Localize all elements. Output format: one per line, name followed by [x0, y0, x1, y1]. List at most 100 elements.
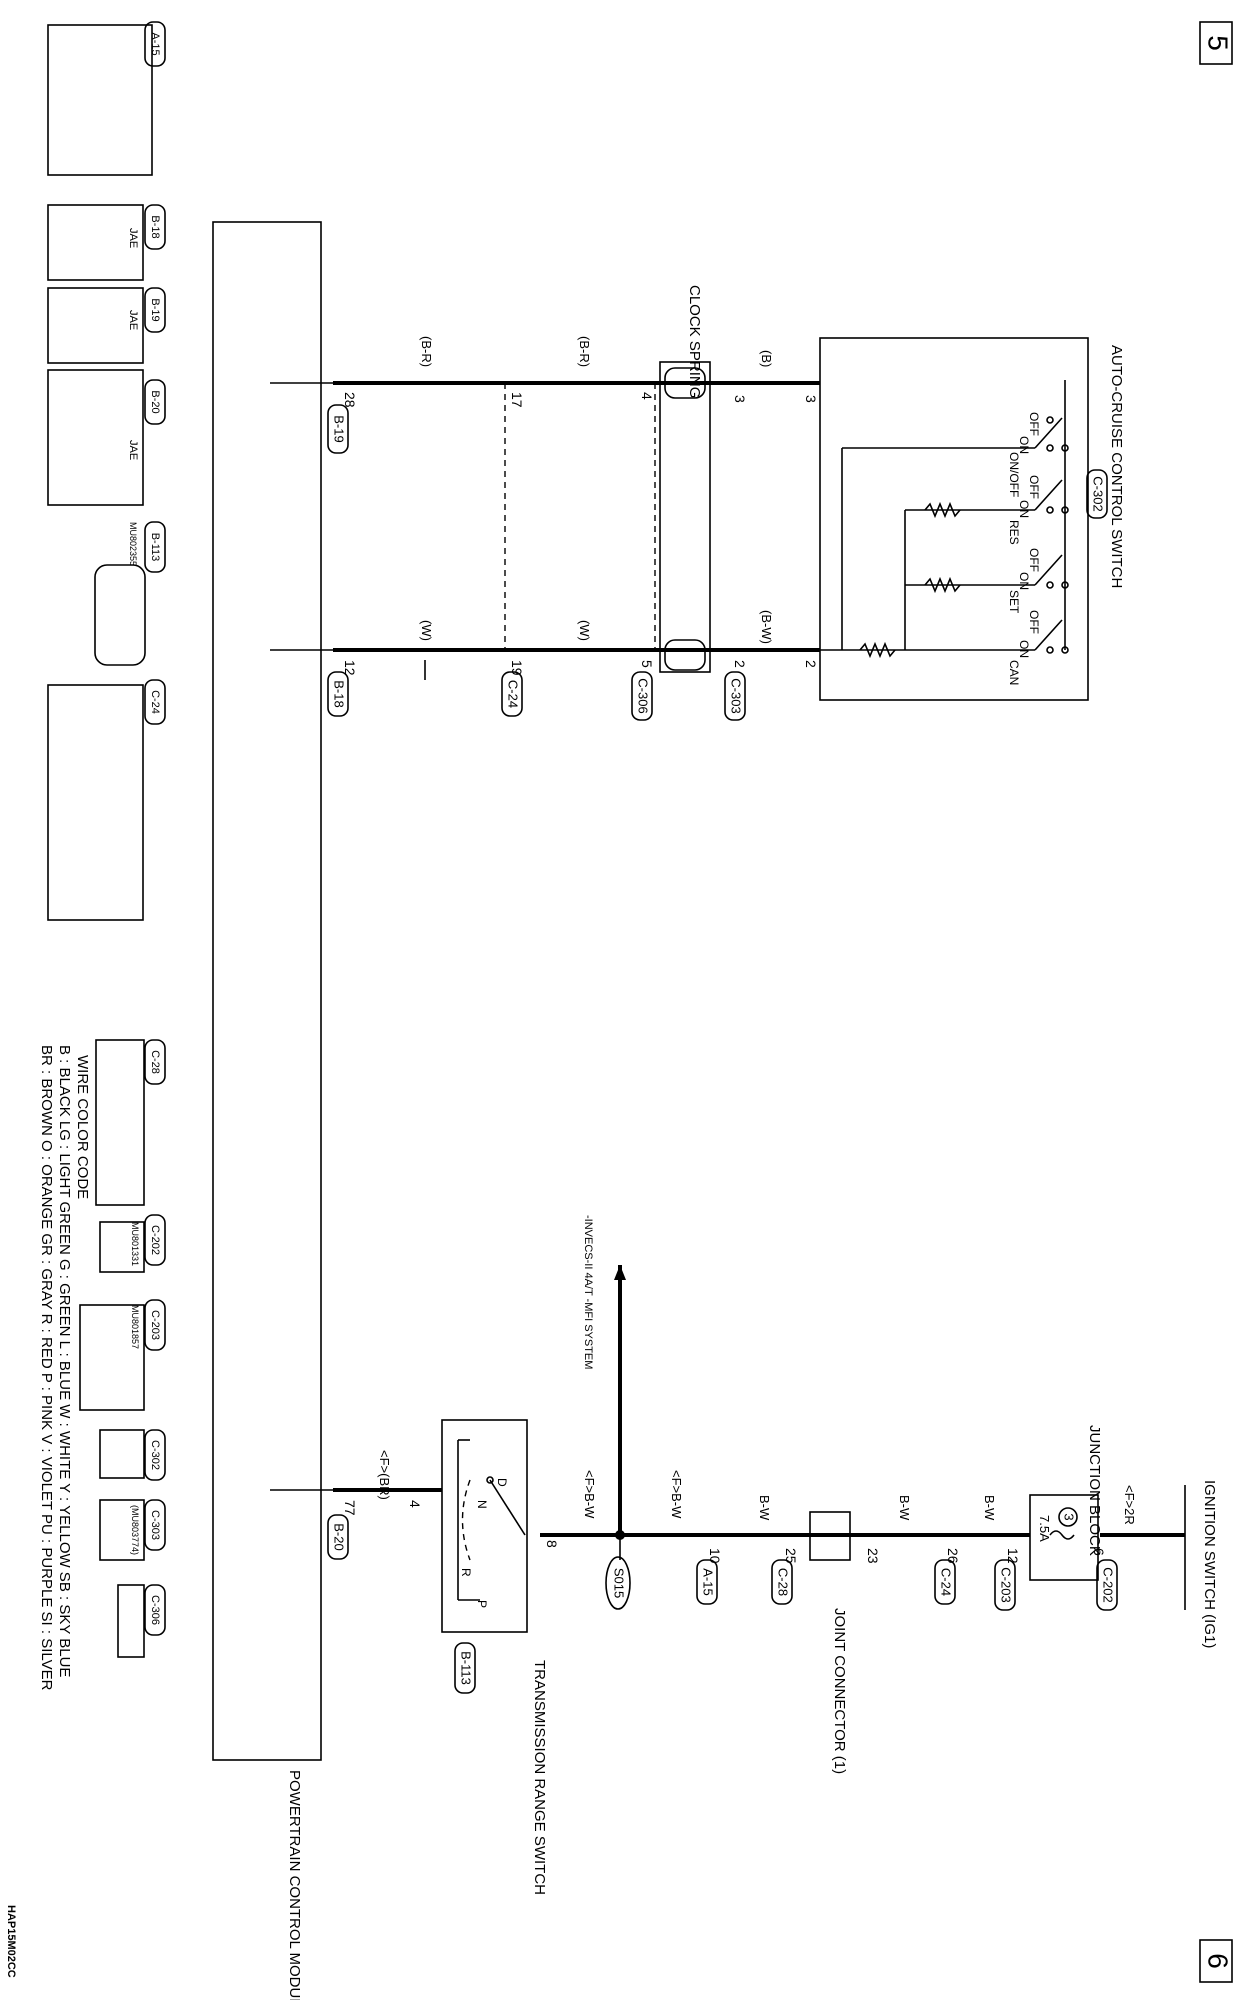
svg-text:(MU803774): (MU803774)	[130, 1505, 140, 1555]
svg-text:(B-R): (B-R)	[577, 336, 592, 367]
resistor-can	[859, 641, 896, 659]
svg-text:C-203: C-203	[999, 1567, 1014, 1602]
svg-text:(W): (W)	[577, 620, 592, 641]
svg-text:77: 77	[342, 1500, 358, 1516]
svg-text:JUNCTION BLOCK: JUNCTION BLOCK	[1086, 1425, 1103, 1556]
svg-text:8: 8	[544, 1540, 560, 1548]
svg-text:OFF: OFF	[1027, 412, 1041, 436]
svg-text:C-306: C-306	[149, 1595, 161, 1625]
svg-text:C-303: C-303	[149, 1510, 161, 1540]
page-marker-top: 5	[1199, 21, 1234, 65]
connector-c202: C-202 MU801331	[99, 1214, 166, 1273]
svg-text:MU801857: MU801857	[130, 1305, 140, 1349]
svg-text:(B): (B)	[759, 350, 774, 367]
connector-c24: C-24	[47, 679, 166, 921]
svg-text:(B-R): (B-R)	[419, 336, 434, 367]
svg-text:WIRE COLOR CODE: WIRE COLOR CODE	[74, 1055, 91, 1199]
svg-text:B-W: B-W	[982, 1495, 997, 1521]
ignition-circuit: IGNITION SWITCH (IG1) <F>2R 6 C-202	[1091, 1480, 1218, 1648]
svg-text:JAE: JAE	[127, 228, 139, 248]
svg-text:(B-W): (B-W)	[759, 610, 774, 644]
svg-text:2: 2	[732, 660, 748, 668]
connector-b19: B-19 JAE	[47, 287, 166, 364]
svg-text:ON: ON	[1017, 640, 1031, 658]
svg-text:23: 23	[865, 1548, 881, 1564]
splice-s015: S015 -INVECS-II 4A/T -MFI SYSTEM	[582, 1215, 631, 1610]
svg-text:B-W: B-W	[757, 1495, 772, 1521]
conn-ref-c302: C-302	[1086, 469, 1108, 519]
svg-text:25: 25	[783, 1548, 799, 1564]
clock-spring: CLOCK SPRING	[659, 285, 711, 673]
svg-text:12: 12	[342, 660, 358, 676]
svg-text:AUTO-CRUISE CONTROL SWITCH: AUTO-CRUISE CONTROL SWITCH	[1108, 345, 1125, 588]
svg-text:3: 3	[1062, 1513, 1077, 1520]
svg-text:IGNITION SWITCH (IG1): IGNITION SWITCH (IG1)	[1201, 1480, 1218, 1648]
svg-text:<F>2R: <F>2R	[1122, 1485, 1137, 1525]
svg-text:SET: SET	[1007, 590, 1021, 614]
svg-text:C-302: C-302	[1091, 476, 1106, 511]
svg-text:ON: ON	[1017, 500, 1031, 518]
svg-text:B : BLACK LG : LIGHT GREEN: B : BLACK LG : LIGHT GREEN G : GREEN L :…	[56, 1045, 73, 1677]
svg-text:28: 28	[342, 392, 358, 408]
svg-text:POWERTRAIN CONTROL MODULE: POWERTRAIN CONTROL MODULE	[286, 1770, 303, 2000]
svg-text:C-202: C-202	[149, 1225, 161, 1255]
shield-lines	[424, 383, 656, 680]
connector-c203: C-203 MU801857	[79, 1299, 166, 1411]
svg-text:N: N	[475, 1500, 489, 1509]
svg-text:B-18: B-18	[149, 215, 161, 238]
svg-text:B-113: B-113	[459, 1651, 474, 1685]
svg-text:10: 10	[707, 1548, 723, 1564]
svg-text:C-24: C-24	[149, 690, 161, 714]
connector-a15: A-15	[47, 21, 166, 176]
svg-text:C-203: C-203	[149, 1310, 161, 1340]
svg-text:S015: S015	[612, 1568, 627, 1598]
auto-cruise-control-switch: AUTO-CRUISE CONTROL SWITCH	[819, 337, 1125, 701]
connector-b20: B-20 JAE	[47, 369, 166, 506]
connector-c302: C-302	[99, 1429, 166, 1481]
svg-text:ON: ON	[1017, 572, 1031, 590]
svg-text:C-302: C-302	[149, 1440, 161, 1470]
connector-views: A-15 B-18 JAE B-19 JAE B-20 JAE B-113 MU…	[47, 21, 166, 1658]
svg-text:C-28: C-28	[149, 1050, 161, 1074]
svg-text:17: 17	[509, 392, 525, 408]
conn-refs-left: B-19 C-303 C-306 C-24 B-18	[327, 404, 746, 721]
svg-text:B-W: B-W	[897, 1495, 912, 1521]
powertrain-control-module: POWERTRAIN CONTROL MODULE	[212, 221, 322, 2000]
wire-fbw: <F>B-W <F>B-W 10 A-15 8	[544, 1470, 723, 1605]
svg-text:<F>B-W: <F>B-W	[669, 1470, 684, 1519]
svg-text:MU801331: MU801331	[130, 1222, 140, 1266]
svg-text:26: 26	[945, 1548, 961, 1564]
connector-c306: C-306	[117, 1584, 166, 1658]
svg-text:6: 6	[1091, 1548, 1107, 1556]
svg-text:C-303: C-303	[729, 678, 744, 713]
svg-text:A-15: A-15	[149, 32, 161, 55]
resistor-set	[924, 576, 961, 594]
wire-color-code: WIRE COLOR CODE B : BLACK LG : LIGHT GRE…	[38, 1045, 91, 1691]
wire-b-r: (B-R) (B-R) (B)	[270, 336, 820, 385]
svg-text:MU802355: MU802355	[128, 522, 138, 566]
svg-text:OFF: OFF	[1027, 548, 1041, 572]
svg-text:2: 2	[803, 660, 819, 668]
svg-text:C-24: C-24	[939, 1568, 954, 1596]
svg-text:ON/OFF: ON/OFF	[1007, 452, 1021, 497]
svg-text:CAN: CAN	[1007, 660, 1021, 685]
connector-b18: B-18 JAE	[47, 204, 166, 281]
svg-text:CLOCK SPRING: CLOCK SPRING	[686, 285, 703, 398]
wire-w: (W) (W) (B-W)	[270, 610, 820, 652]
svg-text:5: 5	[1203, 35, 1234, 51]
resistor-res	[924, 501, 961, 519]
svg-text:B-113: B-113	[149, 533, 161, 562]
svg-text:JOINT CONNECTOR (1): JOINT CONNECTOR (1)	[831, 1608, 848, 1774]
svg-text:OFF: OFF	[1027, 610, 1041, 634]
svg-text:6: 6	[1203, 1953, 1234, 1969]
svg-text:C-306: C-306	[636, 678, 651, 713]
svg-text:<F>B-W: <F>B-W	[582, 1470, 597, 1519]
page-marker-bottom: 6	[1199, 1939, 1234, 1983]
svg-text:OFF: OFF	[1027, 475, 1041, 499]
svg-text:JAE: JAE	[127, 310, 139, 330]
svg-text:3: 3	[732, 395, 748, 403]
svg-text:RES: RES	[1007, 520, 1021, 545]
svg-text:JAE: JAE	[127, 440, 139, 460]
